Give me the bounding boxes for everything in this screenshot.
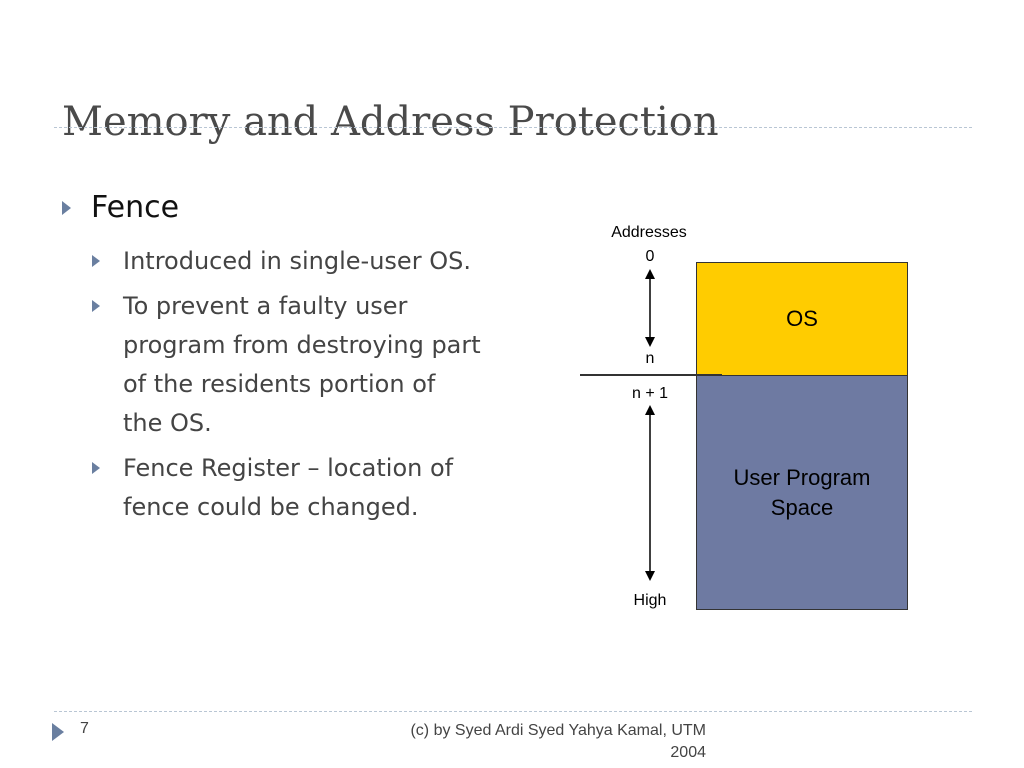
user-program-memory-region: User Program Space bbox=[696, 375, 908, 610]
fence-boundary-line bbox=[580, 374, 722, 376]
address-high-label: High bbox=[633, 592, 667, 609]
page-number: 7 bbox=[80, 720, 89, 737]
sub-bullet-triangle-icon bbox=[92, 300, 100, 312]
footer-credit-line2: 2004 bbox=[670, 744, 706, 761]
address-arrows bbox=[645, 269, 655, 581]
title-divider bbox=[54, 127, 972, 128]
footer-credit-line1: (c) by Syed Ardi Syed Yahya Kamal, UTM bbox=[410, 722, 706, 739]
bullet-heading: Fence bbox=[91, 190, 180, 225]
user-region-label-line2: Space bbox=[770, 494, 834, 520]
footer-divider bbox=[54, 711, 972, 712]
address-n-plus-1-label: n + 1 bbox=[631, 385, 669, 402]
os-region-label: OS bbox=[786, 306, 818, 331]
user-region-label: User Program Space bbox=[734, 463, 871, 523]
sub-bullet-triangle-icon bbox=[92, 255, 100, 267]
os-memory-region: OS bbox=[696, 262, 908, 376]
address-n-label: n bbox=[645, 350, 655, 367]
sub-bullet-list: Introduced in single-user OS. To prevent… bbox=[92, 242, 482, 533]
bullet-fence: Fence bbox=[62, 190, 179, 225]
sub-bullet-text: Fence Register – location of fence could… bbox=[123, 454, 454, 521]
bullet-triangle-icon bbox=[62, 200, 71, 215]
sub-bullet-item: Fence Register – location of fence could… bbox=[92, 449, 482, 527]
sub-bullet-item: Introduced in single-user OS. bbox=[92, 242, 482, 281]
sub-bullet-text: Introduced in single-user OS. bbox=[123, 247, 471, 275]
slide-title: Memory and Address Protection bbox=[62, 99, 719, 145]
sub-bullet-triangle-icon bbox=[92, 462, 100, 474]
footer-triangle-icon bbox=[52, 723, 64, 741]
user-region-label-line1: User Program bbox=[733, 464, 871, 490]
address-zero-label: 0 bbox=[645, 248, 655, 265]
footer-credit: (c) by Syed Ardi Syed Yahya Kamal, UTM 2… bbox=[410, 720, 706, 764]
addresses-label: Addresses bbox=[611, 224, 687, 241]
sub-bullet-item: To prevent a faulty user program from de… bbox=[92, 287, 482, 443]
sub-bullet-text: To prevent a faulty user program from de… bbox=[123, 292, 481, 437]
